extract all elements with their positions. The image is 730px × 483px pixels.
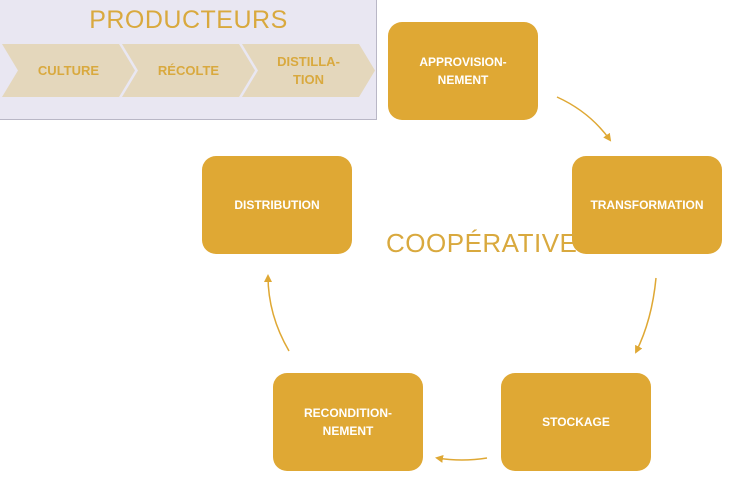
step-reconditionnement: RECONDITION- NEMENT <box>273 373 423 471</box>
chevron-label: CULTURE <box>37 62 100 78</box>
producers-title: PRODUCTEURS <box>89 6 288 34</box>
step-approvisionnement: APPROVISION- NEMENT <box>388 22 538 120</box>
step-label: RECONDITION- NEMENT <box>304 406 392 438</box>
step-label: APPROVISION- NEMENT <box>419 55 507 87</box>
chevron-step-culture: CULTURE <box>2 44 135 97</box>
producers-panel: PRODUCTEURS CULTURE RÉCOLTE DISTILLA- TI… <box>0 0 377 120</box>
step-stockage: STOCKAGE <box>501 373 651 471</box>
chevron-label: DISTILLA- TION <box>277 53 340 87</box>
arrow-approvisionnement-to-transformation <box>556 96 612 142</box>
arrow-transformation-to-stockage <box>635 277 657 354</box>
arrow-reconditionnement-to-distribution <box>264 274 290 352</box>
chevron-step-recolte: RÉCOLTE <box>122 44 255 97</box>
step-distribution: DISTRIBUTION <box>202 156 352 254</box>
step-label: STOCKAGE <box>542 415 610 429</box>
chevron-label: RÉCOLTE <box>157 62 220 78</box>
step-label: DISTRIBUTION <box>234 198 320 212</box>
step-label: TRANSFORMATION <box>590 198 704 212</box>
cooperative-title: COOPÉRATIVE <box>386 228 578 258</box>
step-transformation: TRANSFORMATION <box>572 156 722 254</box>
chevron-step-distillation: DISTILLA- TION <box>242 44 375 97</box>
arrow-stockage-to-reconditionnement <box>435 454 488 463</box>
